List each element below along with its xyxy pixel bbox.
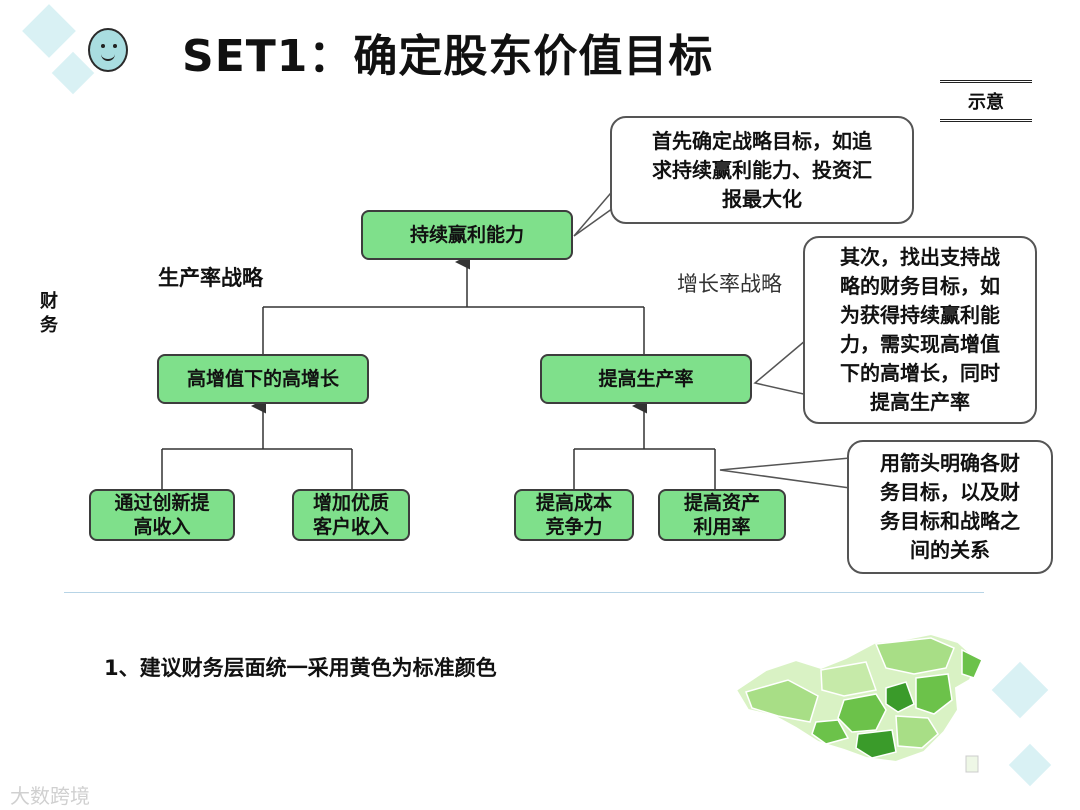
callout-arrows: 用箭头明确各财 务目标，以及财 务目标和战略之 间的关系 [847,440,1053,574]
goal-box-leaf: 提高成本 竞争力 [514,489,634,541]
leaf-line: 提高资产 [683,492,760,514]
callout-line: 求持续赢利能力、投资汇 [652,157,872,182]
side-label-finance: 财务 [40,291,58,336]
goal-box-mid-right: 提高生产率 [540,354,752,404]
goal-box-leaf: 提高资产 利用率 [658,489,786,541]
callout-line: 务目标，以及财 [880,480,1020,504]
goal-box-leaf: 增加优质 客户收入 [292,489,410,541]
strategy-label-productivity: 生产率战略 [158,266,263,290]
decorative-square [1008,743,1052,787]
divider [64,592,984,593]
callout-strategy-goal: 首先确定战略目标，如追 求持续赢利能力、投资汇 报最大化 [610,116,914,224]
page-title: SET1：确定股东价值目标 [182,31,714,82]
watermark: 大数跨境 [10,784,90,808]
callout-financial-goals: 其次，找出支持战 略的财务目标，如 为获得持续赢利能 力，需实现高增值 下的高增… [803,236,1037,424]
callout-line: 下的高增长，同时 [840,361,1000,385]
callout-line: 首先确定战略目标，如追 [652,128,872,153]
leaf-line: 竞争力 [545,516,603,538]
goal-box-leaf: 通过创新提 高收入 [89,489,235,541]
leaf-line: 客户收入 [312,516,389,538]
china-map-icon [734,632,983,773]
callout-line: 用箭头明确各财 [880,451,1020,475]
leaf-line: 增加优质 [312,492,389,514]
callout-line: 略的财务目标，如 [840,274,1000,298]
decorative-square [991,661,1049,719]
callout-line: 为获得持续赢利能 [840,303,1000,327]
goal-box-mid-left: 高增值下的高增长 [157,354,369,404]
callout-line: 力，需实现高增值 [840,332,1000,356]
callout-line: 务目标和战略之 [880,509,1020,533]
callout-line: 其次，找出支持战 [840,245,1000,269]
callout-line: 间的关系 [910,538,990,562]
note-text: 1、建议财务层面统一采用黄色为标准颜色 [104,656,497,680]
leaf-line: 利用率 [693,516,751,538]
callout-line: 报最大化 [722,186,802,211]
goal-box-top: 持续赢利能力 [361,210,573,260]
leaf-line: 高收入 [133,516,191,538]
leaf-line: 提高成本 [535,492,612,514]
callout-line: 提高生产率 [870,390,970,414]
strategy-label-growth: 增长率战略 [677,272,782,296]
badge-illustrative: 示意 [940,80,1032,122]
smiley-icon [88,28,128,72]
leaf-line: 通过创新提 [114,492,210,514]
